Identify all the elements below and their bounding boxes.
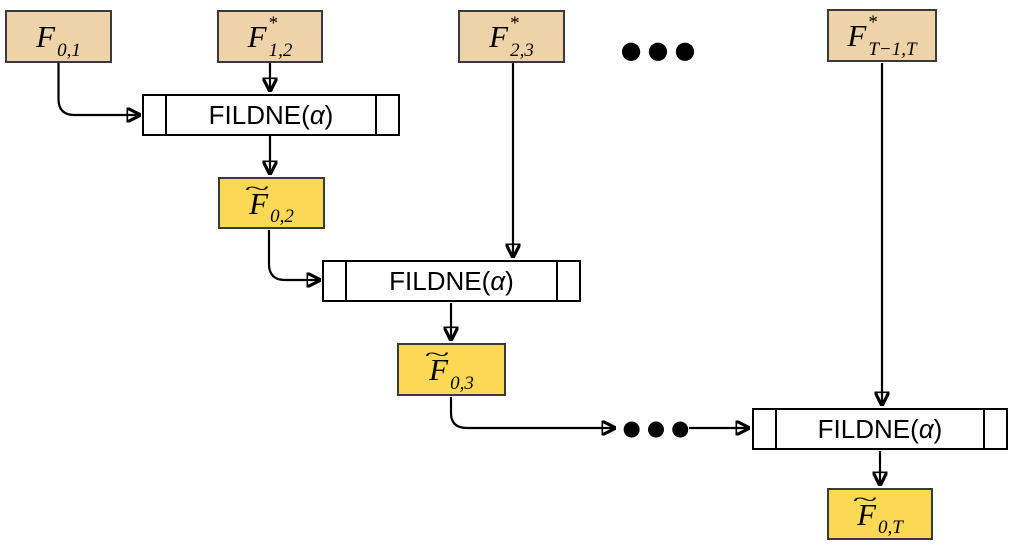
node-f23-label: F * 2,3	[489, 14, 534, 60]
fildne-box-1: FILDNE(α)	[142, 94, 400, 136]
tilde-accent: ~	[244, 177, 269, 200]
node-fT1T-star: F * T−1,T	[827, 9, 937, 62]
fildne-label: FILDNE(α)	[208, 100, 334, 130]
superscript	[57, 14, 81, 28]
process-right-bar	[375, 96, 377, 134]
var-symbol: F	[247, 19, 267, 54]
subscript: 0,1	[57, 39, 81, 61]
var-symbol: F	[847, 18, 867, 53]
superscript: *	[868, 11, 878, 33]
node-f0T-tilde: ~F 0,T	[827, 488, 933, 540]
var-symbol: ~F	[424, 343, 449, 387]
subscript: 1,2	[268, 39, 293, 61]
node-fT1T-label: F * T−1,T	[847, 13, 916, 59]
node-f02-tilde: ~F 0,2	[218, 177, 325, 229]
node-f02-label: ~F 0,2	[244, 177, 294, 227]
arrow-f01-to-fildne1	[57, 63, 140, 115]
process-right-bar	[983, 410, 985, 448]
node-f12-star: F * 1,2	[217, 10, 323, 63]
fildne-label: FILDNE(α)	[817, 414, 943, 444]
node-f01-label: F 0,1	[36, 14, 81, 60]
fildne-label: FILDNE(α)	[389, 266, 514, 296]
arrow-f02-to-fildne2	[267, 230, 319, 280]
superscript	[450, 347, 474, 361]
node-f12-label: F * 1,2	[248, 14, 293, 60]
process-right-bar	[556, 262, 558, 300]
var-symbol: ~F	[244, 177, 269, 221]
node-f03-label: ~F 0,3	[424, 343, 474, 394]
ellipsis-top: ●●●	[620, 36, 702, 64]
fildne-box-2: FILDNE(α)	[322, 260, 581, 302]
subscript: 0,2	[270, 206, 294, 227]
superscript: *	[510, 12, 520, 34]
var-symbol: F	[36, 19, 56, 54]
fildne-box-3: FILDNE(α)	[752, 408, 1008, 450]
arrow-f03-to-ellipsis	[449, 397, 614, 428]
node-f0T-label: ~F 0,T	[852, 488, 903, 538]
alpha-symbol: α	[918, 414, 934, 444]
process-left-bar	[345, 262, 347, 300]
tilde-accent: ~	[424, 343, 449, 367]
superscript	[878, 491, 903, 505]
subscript: 0,3	[450, 372, 474, 394]
process-left-bar	[775, 410, 777, 448]
subscript: 2,3	[510, 39, 534, 61]
superscript: *	[268, 12, 279, 34]
process-left-bar	[165, 96, 167, 134]
tilde-accent: ~	[852, 488, 877, 511]
subscript: T−1,T	[868, 38, 917, 60]
var-symbol: ~F	[852, 488, 877, 532]
var-symbol: F	[489, 19, 509, 54]
alpha-symbol: α	[490, 266, 506, 296]
node-f03-tilde: ~F 0,3	[397, 343, 506, 396]
alpha-symbol: α	[309, 100, 325, 130]
node-f23-star: F * 2,3	[458, 10, 565, 63]
subscript: 0,T	[878, 517, 903, 538]
node-f01: F 0,1	[5, 10, 112, 63]
superscript	[270, 180, 294, 194]
ellipsis-bottom: ●●●	[622, 415, 696, 440]
